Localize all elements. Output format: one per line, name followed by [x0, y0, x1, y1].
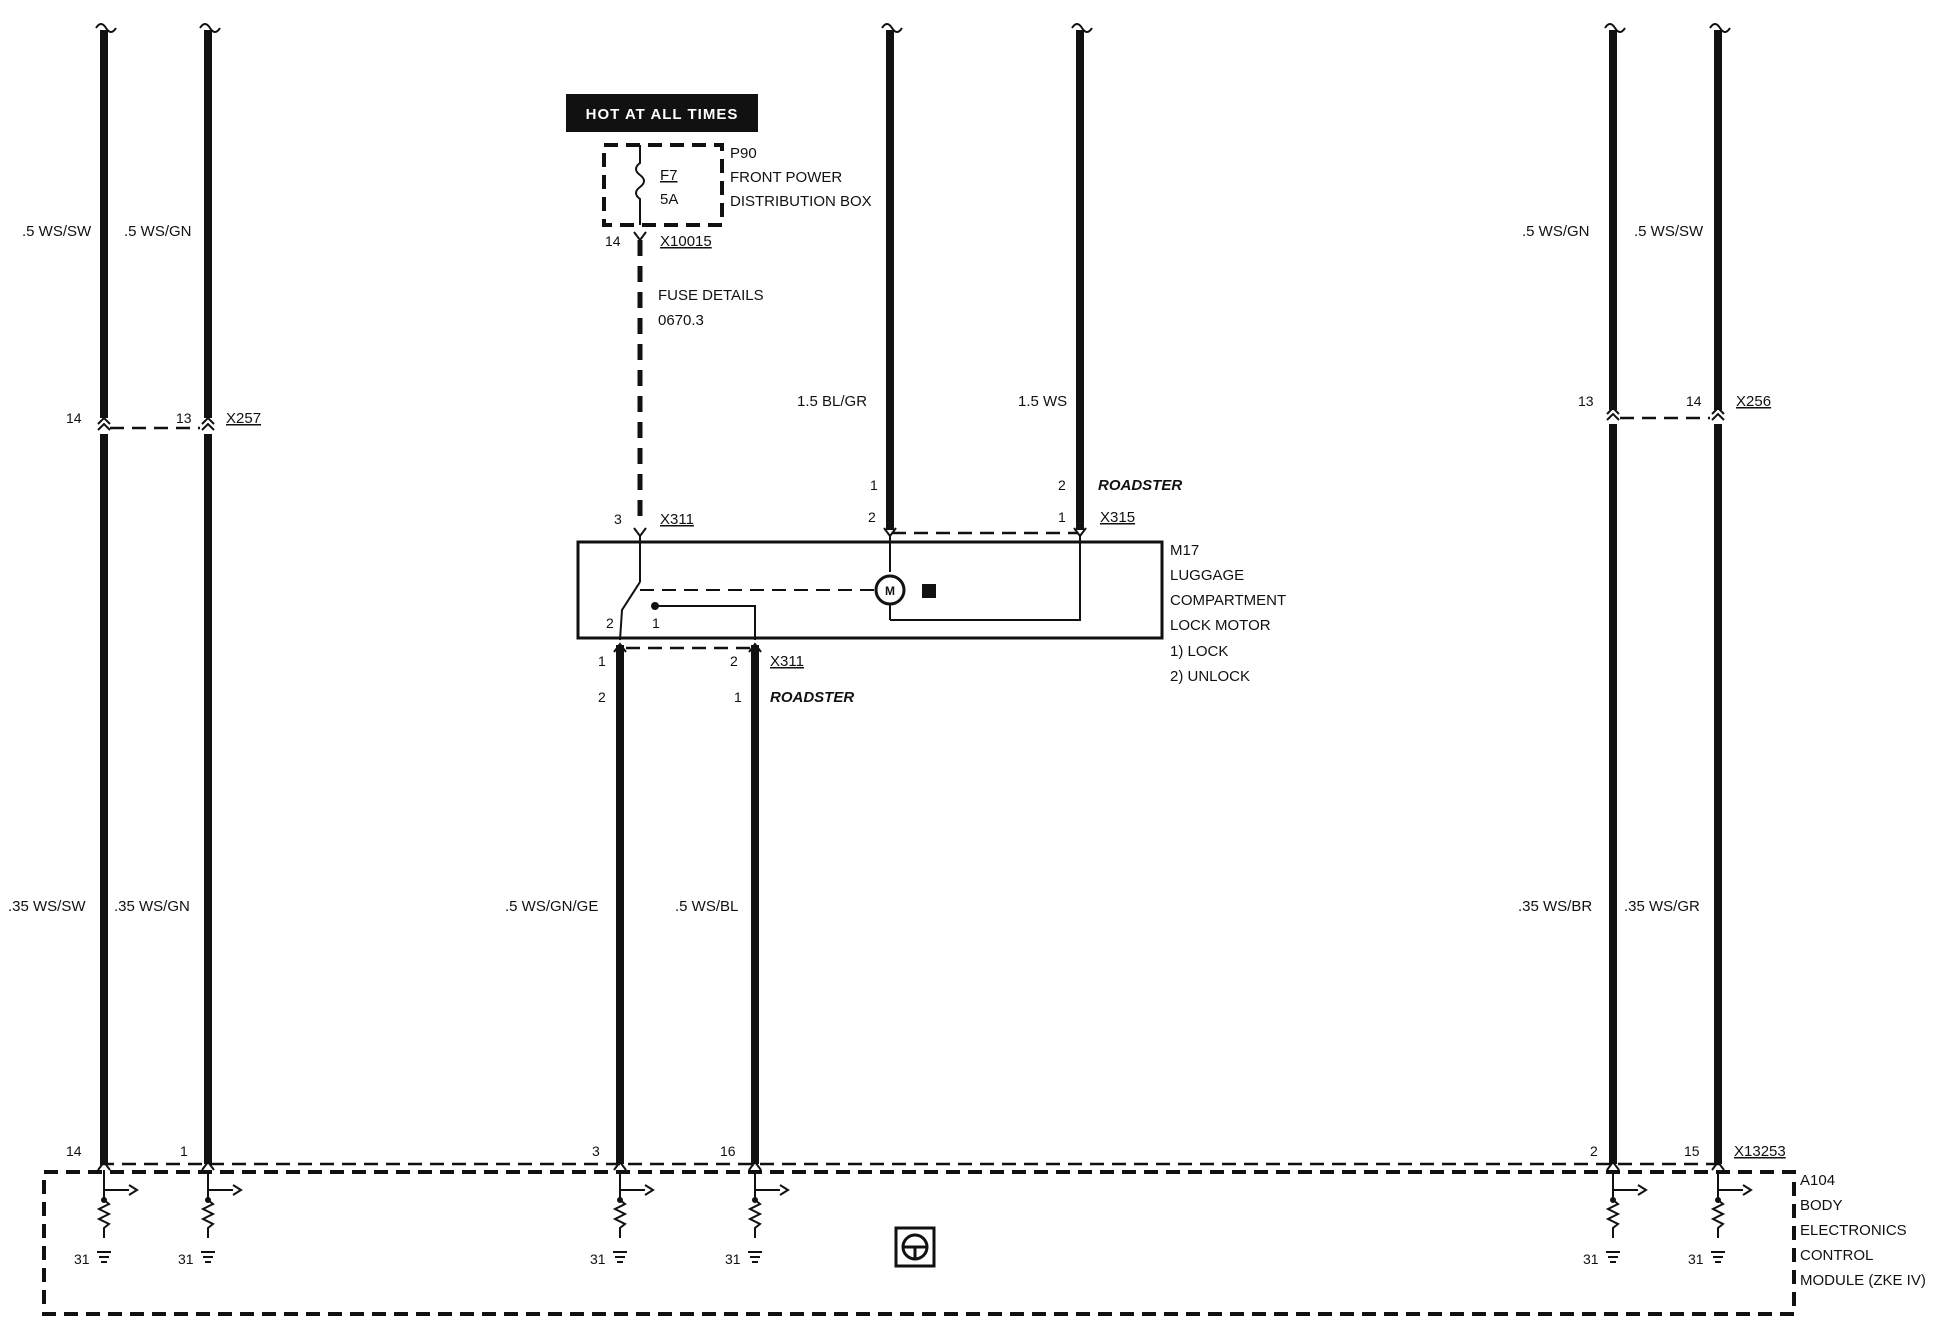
x311-bottom-pin-a: 1 [598, 653, 606, 669]
x257-pin-b: 13 [176, 410, 192, 426]
x315-roadster-note: ROADSTER [1098, 477, 1182, 494]
motor-name-3: LOCK MOTOR [1170, 617, 1271, 634]
module-name-4: MODULE (ZKE IV) [1800, 1272, 1926, 1289]
ground-pin-label: 31 [178, 1251, 194, 1267]
motor-int-pin-b: 1 [652, 615, 660, 631]
x256-label: X256 [1736, 393, 1771, 410]
wire-label-7-top: .5 WS/GN [1522, 223, 1590, 240]
module-name-2: ELECTRONICS [1800, 1222, 1907, 1239]
motor-shaft-icon [922, 584, 936, 598]
module-input-3: 31 [590, 1160, 655, 1267]
ground-pin-label: 31 [725, 1251, 741, 1267]
motor-option-lock: 1) LOCK [1170, 643, 1228, 660]
connector-marks [97, 406, 1725, 431]
fuse-id: F7 [660, 167, 678, 184]
x257-label: X257 [226, 410, 261, 427]
motor-int-pin-a: 2 [606, 615, 614, 631]
wire-label-ws-gn-ge: .5 WS/GN/GE [505, 898, 598, 915]
ground-icon [748, 1251, 762, 1263]
wire-label-1-bottom: .35 WS/SW [8, 898, 86, 915]
x256-pin-a: 13 [1578, 393, 1594, 409]
x13253-pin-3: 3 [592, 1143, 600, 1159]
x13253-pin-4: 16 [720, 1143, 736, 1159]
module-input-4: 31 [725, 1160, 790, 1267]
module-id: A104 [1800, 1172, 1835, 1189]
module-name-1: BODY [1800, 1197, 1843, 1214]
motor-name-2: COMPARTMENT [1170, 592, 1286, 609]
wire-label-2-top: .5 WS/GN [124, 223, 192, 240]
x311-bottom-marker-b [748, 642, 762, 653]
x311-bottom-alt-a: 2 [598, 689, 606, 705]
p90-id: P90 [730, 145, 757, 162]
ground-icon [1711, 1251, 1725, 1263]
motor-ws-loop [890, 536, 1081, 621]
motor-name-1: LUGGAGE [1170, 567, 1244, 584]
x13253-pin-5: 2 [1590, 1143, 1598, 1159]
motor-id: M17 [1170, 542, 1199, 559]
ground-pin-label: 31 [590, 1251, 606, 1267]
x257-pin-a: 14 [66, 410, 82, 426]
fuse-output-marker [633, 231, 647, 242]
wire-label-ws-bl: .5 WS/BL [675, 898, 738, 915]
x315-alt-b: 2 [1058, 477, 1066, 493]
x311-top-marker [633, 527, 647, 538]
fuse-details-2: 0670.3 [658, 312, 704, 329]
module-input-6: 31 [1688, 1160, 1753, 1267]
wire-label-8-top: .5 WS/SW [1634, 223, 1704, 240]
module-input-2: 31 [178, 1160, 243, 1267]
ground-icon [201, 1251, 215, 1263]
p90-name-2: DISTRIBUTION BOX [730, 193, 872, 210]
x315-label: X315 [1100, 509, 1135, 526]
fuse-details-1: FUSE DETAILS [658, 287, 764, 304]
x13253-pin-1: 14 [66, 1143, 82, 1159]
ground-pin-label: 31 [74, 1251, 90, 1267]
wire-label-2-bottom: .35 WS/GN [114, 898, 190, 915]
continuation-arrows [95, 23, 1731, 33]
ground-icon [97, 1251, 111, 1263]
x10015-label: X10015 [660, 233, 712, 250]
x13253-pin-6: 15 [1684, 1143, 1700, 1159]
fuse-icon [635, 145, 645, 225]
x10015-pin: 14 [605, 233, 621, 249]
x311-top-pin: 3 [614, 511, 622, 527]
motor-switch [619, 581, 641, 641]
motor-switch-lead-1 [655, 605, 756, 640]
x311-bottom-label: X311 [770, 653, 804, 670]
fuse-rating: 5A [660, 191, 678, 208]
x311-bottom-marker-a [613, 642, 627, 653]
ground-icon [1606, 1251, 1620, 1263]
wire-label-ws: 1.5 WS [1018, 393, 1067, 410]
motor-symbol-text: M [885, 584, 895, 598]
ground-pin-label: 31 [1583, 1251, 1599, 1267]
ground-pin-label: 31 [1688, 1251, 1704, 1267]
x13253-pin-2: 1 [180, 1143, 188, 1159]
x315-pin-a: 2 [868, 509, 876, 525]
x13253-label: X13253 [1734, 1143, 1786, 1160]
x315-alt-a: 1 [870, 477, 878, 493]
module-input-1: 31 [74, 1160, 139, 1267]
hot-label: HOT AT ALL TIMES [586, 106, 739, 123]
x315-pin-b: 1 [1058, 509, 1066, 525]
module-name-3: CONTROL [1800, 1247, 1873, 1264]
module-input-5: 31 [1583, 1160, 1648, 1267]
p90-name-1: FRONT POWER [730, 169, 842, 186]
x311-roadster-note: ROADSTER [770, 689, 854, 706]
module-inputs: 31 31 31 31 31 31 [74, 1160, 1753, 1267]
ground-icon [613, 1251, 627, 1263]
wire-label-7-bottom: .35 WS/BR [1518, 898, 1592, 915]
x311-bottom-alt-b: 1 [734, 689, 742, 705]
x256-pin-b: 14 [1686, 393, 1702, 409]
hot-at-all-times-banner: HOT AT ALL TIMES [566, 94, 758, 132]
module-logo-icon [894, 1226, 936, 1268]
wire-label-8-bottom: .35 WS/GR [1624, 898, 1700, 915]
wire-label-bl-gr: 1.5 BL/GR [797, 393, 867, 410]
x311-bottom-pin-b: 2 [730, 653, 738, 669]
x311-top-label: X311 [660, 511, 694, 528]
motor-option-unlock: 2) UNLOCK [1170, 668, 1250, 685]
motor-box [576, 540, 1164, 640]
fuse-box [602, 143, 724, 227]
wire-label-1-top: .5 WS/SW [22, 223, 92, 240]
